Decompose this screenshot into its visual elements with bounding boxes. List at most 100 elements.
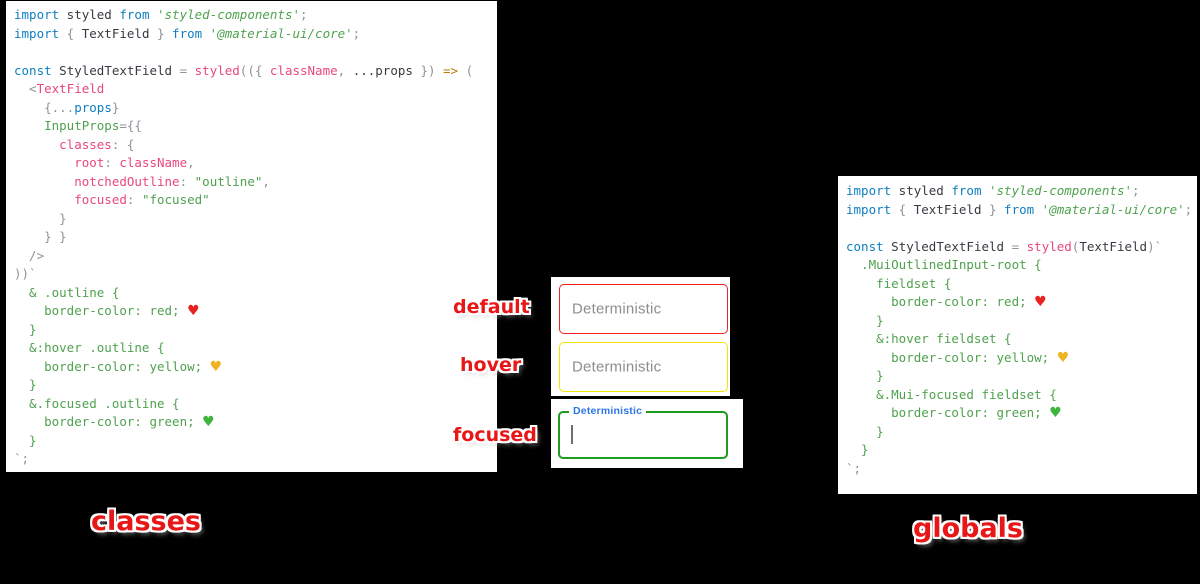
code-token: fieldset { — [846, 275, 952, 291]
code-token: styled — [1026, 238, 1072, 254]
code-token: const — [14, 62, 52, 78]
code-line: /> — [14, 247, 497, 266]
code-line: } — [846, 312, 1197, 331]
code-token: ; — [1184, 201, 1193, 217]
code-token: { — [59, 25, 82, 41]
code-line: import { TextField } from '@material-ui/… — [14, 25, 497, 44]
code-token: className — [119, 155, 188, 170]
code-token: styled — [194, 62, 240, 78]
yellow-heart-icon: ♥ — [209, 358, 223, 375]
classes-code: import styled from 'styled-components';i… — [14, 6, 497, 469]
code-token: notchedOutline — [14, 173, 180, 189]
code-token: import — [14, 7, 60, 22]
code-token: import — [14, 25, 60, 41]
code-token: ...props — [352, 62, 413, 78]
code-line: {...props} — [14, 99, 497, 118]
textfield-label: Deterministic — [572, 358, 662, 376]
code-line: } — [846, 441, 1197, 460]
code-token: from — [119, 7, 150, 22]
code-token: } — [846, 312, 884, 328]
code-token: '@material-ui/core' — [202, 25, 353, 41]
code-token: TextField — [1079, 238, 1148, 254]
code-line: classes: { — [14, 136, 497, 155]
code-token: border-color: red; — [14, 303, 188, 318]
green-heart-icon: ♥ — [202, 414, 215, 430]
annotation-classes: classes — [91, 506, 202, 537]
textfield-floating-label: Deterministic — [569, 405, 647, 417]
code-token: props — [74, 99, 112, 115]
code-token: border-color: red; — [846, 294, 1035, 309]
code-line: import { TextField } from '@material-ui/… — [846, 201, 1197, 220]
code-token: } — [14, 432, 37, 448]
code-token: : — [126, 192, 142, 207]
code-token: from — [1004, 201, 1035, 217]
code-token: ; — [300, 7, 308, 22]
code-token: = — [1011, 238, 1027, 254]
code-token: from — [951, 183, 982, 198]
code-line: } — [14, 432, 497, 451]
code-token: : — [104, 155, 120, 170]
code-token: styled — [59, 7, 120, 22]
code-token: { — [891, 201, 914, 217]
code-line: const StyledTextField = styled(TextField… — [846, 238, 1197, 257]
code-line: import styled from 'styled-components'; — [14, 6, 497, 25]
code-token: "focused" — [141, 192, 210, 207]
textfield-hover-state[interactable]: Deterministic — [559, 342, 728, 392]
code-token: classes — [14, 136, 112, 152]
code-line: fieldset { — [846, 275, 1197, 294]
annotation-focused: focused — [453, 424, 537, 446]
text-cursor-caret — [571, 425, 573, 444]
textfield-default-state[interactable]: Deterministic — [559, 284, 728, 334]
code-token: /> — [14, 247, 45, 263]
code-line: border-color: green; ♥ — [846, 404, 1197, 423]
textfield-focused-state[interactable]: Deterministic — [558, 405, 728, 459]
code-token: }) — [412, 62, 444, 78]
code-token: } — [111, 99, 120, 115]
code-line: <TextField — [14, 80, 497, 99]
code-token: } — [846, 368, 884, 383]
code-line: `; — [846, 460, 1197, 479]
code-token: .MuiOutlinedInput-root { — [846, 257, 1042, 272]
code-line: &:hover fieldset { — [846, 330, 1197, 349]
code-line: } — [14, 376, 497, 395]
annotation-default: default — [453, 296, 530, 318]
red-heart-icon: ♥ — [1034, 294, 1047, 310]
code-line: } — [14, 210, 497, 229]
code-line: & .outline { — [14, 284, 497, 303]
code-token: = — [179, 62, 195, 78]
code-line: } — [846, 423, 1197, 442]
code-line: &.Mui-focused fieldset { — [846, 386, 1197, 405]
code-token: } — [981, 201, 1005, 217]
code-line: border-color: green; ♥ — [14, 413, 497, 432]
code-line: const StyledTextField = styled(({ classN… — [14, 62, 497, 81]
code-line: `; — [14, 450, 497, 469]
code-token: : — [179, 173, 195, 189]
code-line: &.focused .outline { — [14, 395, 497, 414]
code-token: border-color: yellow; — [846, 349, 1057, 365]
code-token: import — [846, 201, 892, 217]
code-token: ; — [1132, 183, 1140, 198]
code-token: &:hover .outline { — [14, 340, 165, 355]
code-token: `; — [14, 451, 30, 466]
code-token: , — [262, 173, 270, 189]
code-line: border-color: red; ♥ — [846, 293, 1197, 312]
code-token: ))` — [14, 266, 37, 281]
code-token: focused — [14, 192, 127, 207]
code-token: } — [14, 210, 67, 226]
code-token: } — [149, 25, 173, 41]
code-token: < — [14, 81, 37, 96]
code-token: border-color: yellow; — [14, 358, 210, 374]
code-token: , — [337, 62, 353, 78]
code-token: &.Mui-focused fieldset { — [846, 386, 1057, 402]
code-token: } — [846, 442, 869, 457]
globals-code-panel: import styled from 'styled-components';i… — [838, 176, 1197, 494]
code-token: ( — [458, 62, 474, 78]
code-token: `; — [846, 460, 862, 476]
annotation-globals: globals — [913, 513, 1024, 544]
code-token: import — [846, 183, 892, 198]
code-token: const — [846, 238, 884, 254]
code-token: TextField — [36, 81, 105, 96]
code-token: border-color: green; — [846, 405, 1050, 420]
code-token: } — [14, 321, 37, 337]
code-token: (({ — [239, 62, 270, 78]
